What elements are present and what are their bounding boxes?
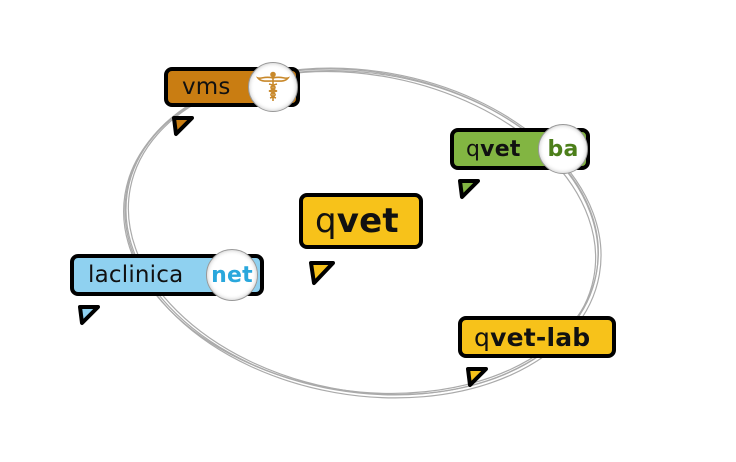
qvet-ba-node: qvet ba [450, 124, 590, 199]
vms-node: vms [164, 62, 300, 136]
net-badge: net [206, 249, 258, 301]
qvet-center-node: qvet [299, 193, 423, 285]
qvet-lab-suffix: vet-lab [490, 322, 591, 352]
qvet-ba-suffix: vet [480, 136, 521, 162]
laclinica-net-node: laclinica net [70, 249, 264, 325]
caduceus-icon [248, 62, 298, 112]
qvet-suffix: vet [336, 201, 399, 241]
ba-badge: ba [538, 124, 588, 174]
qvet-ba-prefix: q [466, 136, 481, 162]
vms-label: vms [182, 74, 231, 100]
qvet-lab-node: qvet-lab [458, 316, 616, 387]
laclinica-label: laclinica [88, 262, 184, 288]
qvet-prefix: q [315, 201, 337, 241]
qvet-lab-prefix: q [474, 322, 491, 352]
